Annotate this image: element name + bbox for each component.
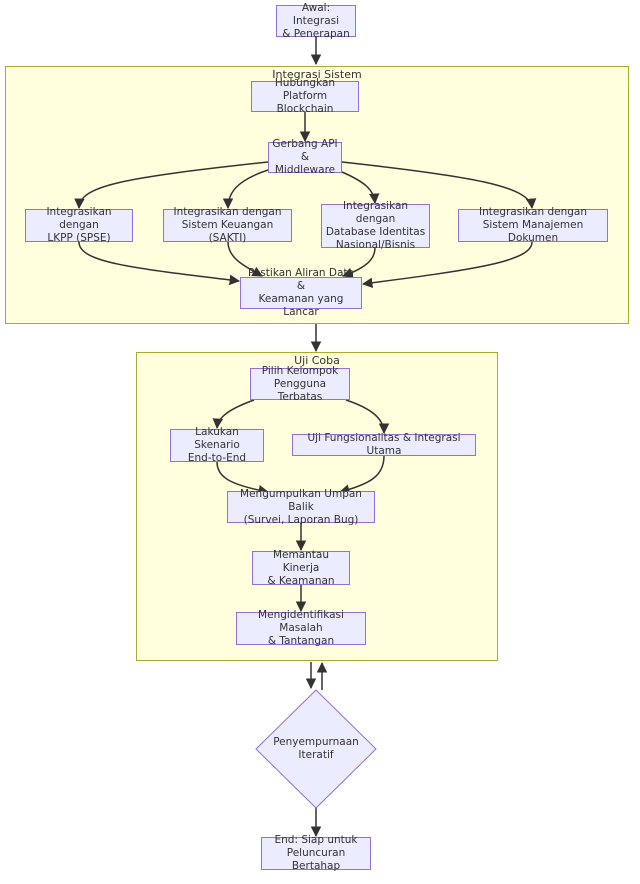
- node-skenario: Lakukan Skenario End-to-End: [170, 426, 264, 464]
- edge-gateway-database: [341, 171, 380, 205]
- diamond-penyempurnaan: [255, 689, 377, 809]
- node-umpan-balik: Mengumpulkan Umpan Balik (Survei, Lapora…: [227, 488, 375, 526]
- edge-gateway-dokumen: [341, 161, 537, 210]
- edge-dokumen-aliran: [361, 241, 533, 288]
- node-hubungkan-blockchain: Hubungkan Platform Blockchain: [251, 77, 359, 115]
- node-aliran-data: Pastikan Aliran Data & Keamanan yang Lan…: [240, 267, 362, 318]
- cluster-title-uji: Uji Coba: [294, 354, 340, 367]
- edge-kelompok-fungsional: [345, 399, 390, 435]
- node-integrasi-dokumen: Integrasikan dengan Sistem Manajemen Dok…: [458, 206, 608, 244]
- node-gerbang-api: Gerbang API & Middleware: [268, 138, 342, 176]
- label-penyempurnaan: Penyempurnaan Iteratif: [273, 736, 359, 761]
- node-end: End: Siap untuk Peluncuran Bertahap: [261, 834, 371, 872]
- edge-database-aliran: [342, 247, 376, 278]
- node-memantau-kinerja: Memantau Kinerja & Keamanan: [252, 549, 350, 587]
- edge-skenario-umpan: [216, 461, 270, 496]
- edge-keuangan-aliran: [227, 241, 263, 277]
- node-integrasi-database: Integrasikan dengan Database Identitas N…: [321, 200, 430, 251]
- edge-gateway-lkpp: [74, 161, 269, 210]
- node-integrasi-lkpp: Integrasikan dengan LKPP (SPSE): [25, 206, 133, 244]
- node-pilih-kelompok: Pilih Kelompok Pengguna Terbatas: [250, 365, 350, 403]
- cluster-uji-coba: Uji Coba: [136, 352, 498, 661]
- node-uji-fungsionalitas: Uji Fungsionalitas & Integrasi Utama: [292, 432, 476, 457]
- edge-lkpp-aliran: [78, 241, 241, 286]
- edge-kelompok-skenario: [212, 399, 255, 430]
- cluster-title-integrasi: Integrasi Sistem: [272, 68, 362, 81]
- node-integrasi-keuangan: Integrasikan dengan Sistem Keuangan (SAK…: [163, 206, 292, 244]
- edge-fungsional-umpan: [338, 455, 385, 495]
- edge-gateway-keuangan: [222, 169, 269, 210]
- node-identifikasi-masalah: Mengidentifikasi Masalah & Tantangan: [236, 609, 366, 647]
- node-start: Awal: Integrasi & Penerapan: [276, 2, 356, 40]
